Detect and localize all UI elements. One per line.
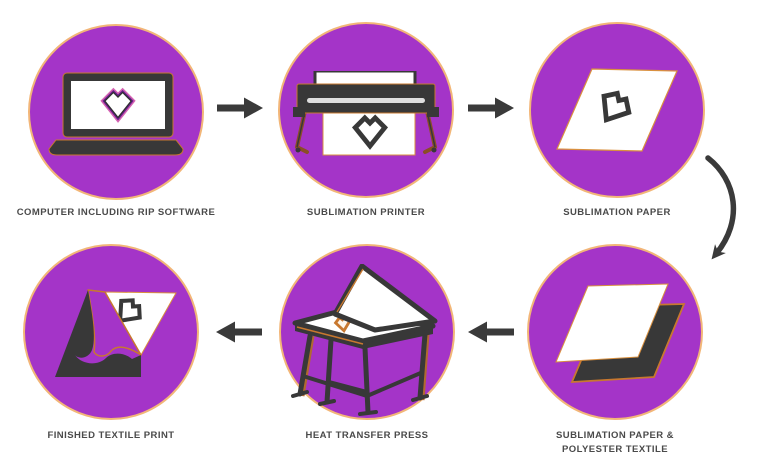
printed-paper-sheet-icon <box>556 68 678 152</box>
paper-on-textile-icon <box>555 283 686 383</box>
step-paper-circle <box>529 22 705 198</box>
step-computer-label: COMPUTER INCLUDING RIP SOFTWARE <box>16 207 216 218</box>
step-press-label: HEAT TRANSFER PRESS <box>305 430 429 441</box>
step-printer-circle <box>278 22 454 198</box>
step-printer-label: SUBLIMATION PRINTER <box>306 207 426 218</box>
curved-down-arrow-icon <box>686 152 752 276</box>
step-paper-textile-circle <box>527 244 703 420</box>
laptop-with-logo-icon <box>48 72 184 156</box>
step-finished-label: FINISHED TEXTILE PRINT <box>47 430 175 441</box>
right-arrow-icon <box>217 97 263 119</box>
step-computer-circle <box>28 24 204 200</box>
step-finished-circle <box>23 244 199 420</box>
left-arrow-icon <box>468 321 514 343</box>
peeled-textile-print-icon <box>55 289 177 377</box>
left-arrow-icon <box>216 321 262 343</box>
step-paper-textile-label: SUBLIMATION PAPER & POLYESTER TEXTILE <box>556 430 674 455</box>
right-arrow-icon <box>468 97 514 119</box>
heat-press-icon <box>291 264 438 416</box>
large-format-printer-icon <box>293 71 439 156</box>
step-paper-label: SUBLIMATION PAPER <box>563 207 671 218</box>
step-press-circle <box>279 244 455 420</box>
